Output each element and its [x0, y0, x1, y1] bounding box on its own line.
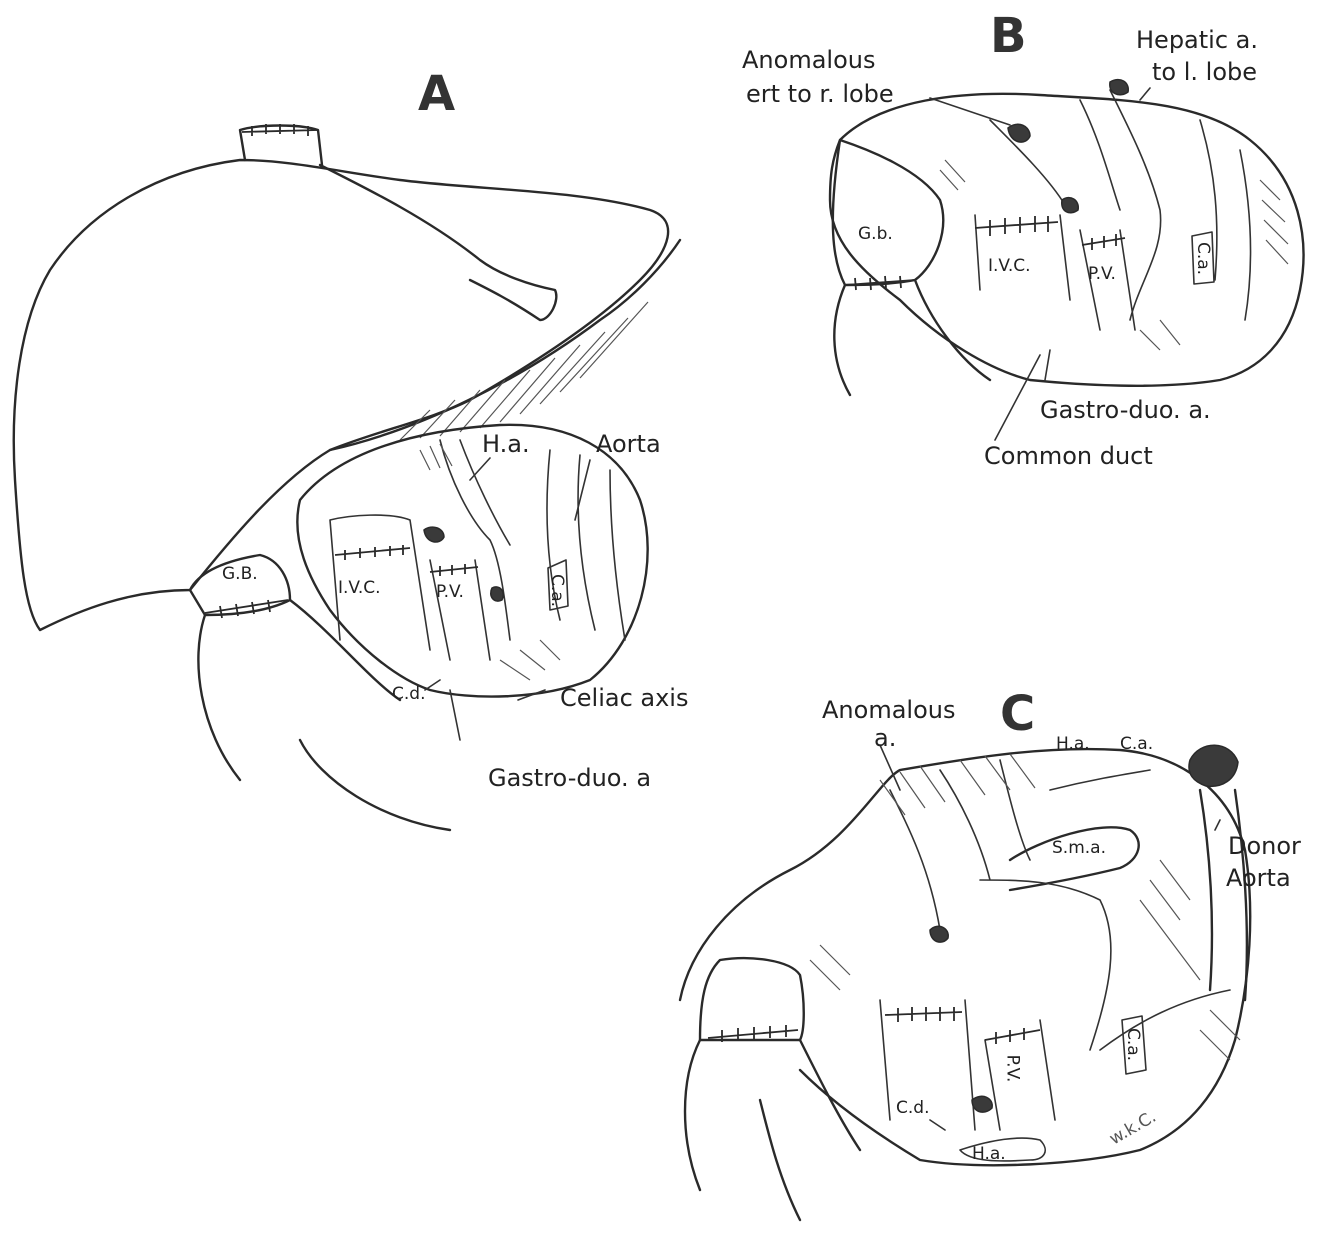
vessel-stump-b1: [1008, 124, 1030, 142]
hilum-outline-b: [830, 94, 1303, 386]
donor-aorta-c: [1200, 790, 1247, 1000]
hepatic-artery-a: [440, 440, 510, 640]
label-donor-c-line2: Aorta: [1226, 866, 1291, 890]
stub-suture-a: [242, 124, 318, 136]
label-hepatic-b-line1: Hepatic a.: [1136, 28, 1258, 52]
panel-b-letter: B: [990, 12, 1027, 60]
vessel-stump-b3: [1110, 80, 1128, 95]
label-hepatic-artery-a: H.a.: [482, 432, 530, 456]
ivc-suture-a: [335, 545, 410, 560]
pv-a: [430, 560, 490, 660]
label-gastroduodenal-b: Gastro-duo. a.: [1040, 398, 1211, 422]
label-anomalous-b-line2: ert to r. lobe: [746, 82, 894, 106]
label-common-duct-c: C.d.: [896, 1100, 929, 1117]
shading-c: [810, 754, 1240, 1060]
label-gallbladder-a: G.B.: [222, 566, 258, 583]
undersurface-a: [330, 240, 680, 450]
label-donor-c-line1: Donor: [1228, 834, 1301, 858]
label-anomalous-c-line2: a.: [874, 726, 896, 750]
duodenum-c: [685, 1040, 860, 1220]
label-portal-vein-c: P.V.: [1003, 1055, 1020, 1083]
label-portal-vein-a: P.V.: [436, 584, 464, 601]
duodenum-a: [198, 600, 450, 830]
panel-a-drawing: [14, 124, 680, 830]
ligament-a: [320, 165, 556, 320]
label-celiac-c-top: C.a.: [1120, 736, 1153, 753]
panel-c-letter: C: [1000, 690, 1035, 738]
pv-suture-b: [1082, 234, 1125, 250]
gallbladder-b: [833, 140, 943, 285]
label-aorta-a: Aorta: [596, 432, 661, 456]
vessel-stump-a2: [491, 587, 504, 601]
pv-suture-c: [985, 1028, 1040, 1044]
donor-aorta-stump-c: [1189, 745, 1238, 786]
pv-suture-a: [430, 564, 478, 576]
vessel-stump-c1: [930, 926, 948, 942]
label-common-duct-a: C.d.: [392, 686, 425, 703]
label-celiac-axis-a: Celiac axis: [560, 686, 688, 710]
label-anomalous-c-line1: Anomalous: [822, 698, 955, 722]
ivc-suture-b: [975, 216, 1058, 236]
label-gastroduodenal-a: Gastro-duo. a: [488, 766, 651, 790]
label-gallbladder-b: G.b.: [858, 226, 893, 243]
vessel-stump-a1: [424, 527, 444, 542]
hilum-shading-a: [420, 444, 560, 680]
label-sma-c: S.m.a.: [1052, 840, 1106, 857]
label-ivc-a: I.V.C.: [338, 580, 381, 597]
vessel-stump-c2: [972, 1096, 992, 1112]
label-common-duct-b: Common duct: [984, 444, 1153, 468]
label-hepatic-b-line2: to l. lobe: [1152, 60, 1257, 84]
vessels-c: [890, 760, 1230, 1050]
panel-c-drawing: [680, 745, 1250, 1220]
panel-b-drawing: [830, 80, 1303, 440]
panel-a-letter: A: [418, 70, 455, 118]
ivc-suture-c: [885, 1007, 962, 1022]
label-celiac-c-right: C.a.: [1124, 1028, 1141, 1061]
vessel-stump-b2: [1062, 198, 1079, 213]
label-hepatic-artery-c-bottom: H.a.: [972, 1146, 1006, 1163]
label-ivc-b: I.V.C.: [988, 258, 1031, 275]
leaders-b: [930, 88, 1150, 440]
vessels-b: [990, 90, 1250, 320]
liver-outline-a: [14, 160, 668, 630]
gallbladder-suture-b: [845, 276, 915, 290]
gallbladder-c: [700, 958, 804, 1040]
label-celiac-b: C.a.: [1194, 242, 1211, 275]
label-anomalous-b-line1: Anomalous: [742, 48, 875, 72]
label-portal-vein-b: P.V.: [1088, 266, 1116, 283]
label-celiac-a: C.a.: [548, 574, 565, 607]
label-hepatic-artery-c-top: H.a.: [1056, 736, 1090, 753]
duodenum-b: [834, 280, 990, 395]
